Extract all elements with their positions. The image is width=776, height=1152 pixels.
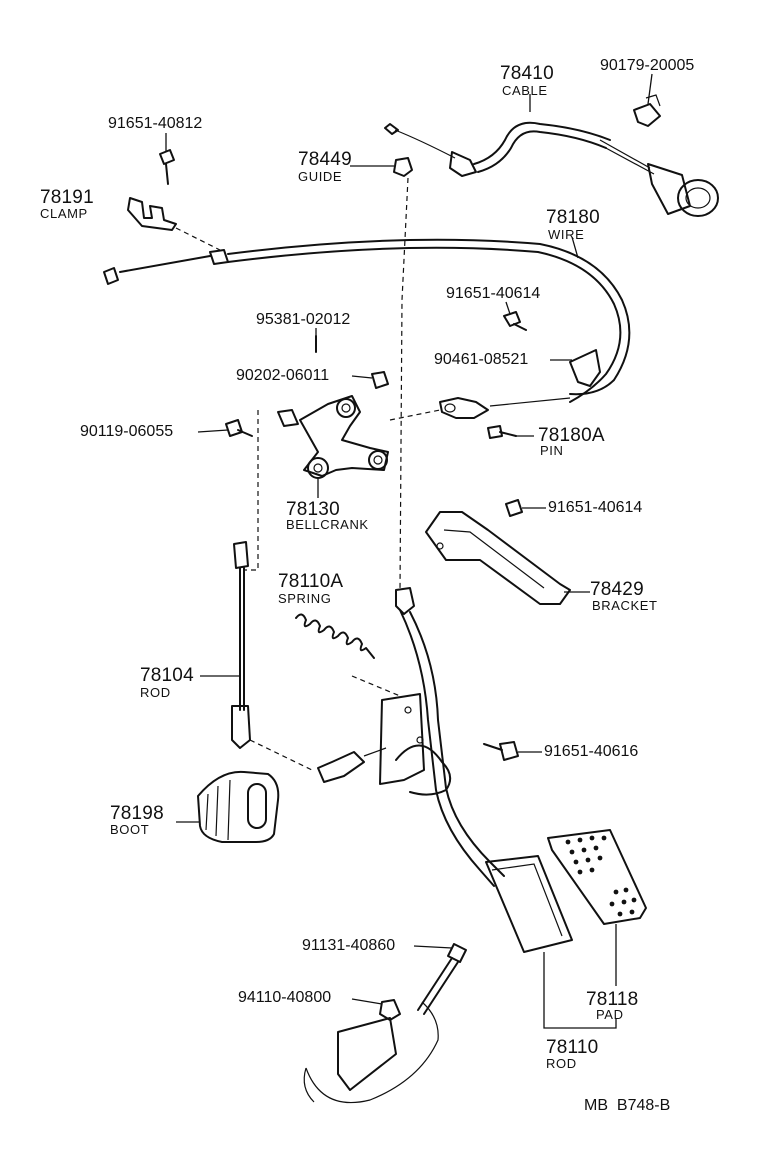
part-number-78110: 78110 bbox=[546, 1037, 599, 1058]
bolt-91651-40616-drawing bbox=[483, 741, 519, 761]
part-number-78130: 78130 bbox=[286, 499, 340, 520]
part-name-pin: PIN bbox=[540, 443, 564, 458]
cable-78410-drawing bbox=[384, 94, 719, 217]
part-number-95381-02012: 95381-02012 bbox=[256, 311, 351, 328]
part-number-91651-40614-upper: 91651-40614 bbox=[446, 285, 541, 302]
part-number-78191: 78191 bbox=[40, 187, 94, 208]
part-number-91131-40860: 91131-40860 bbox=[302, 937, 396, 954]
throttle-link-drawing bbox=[317, 747, 387, 783]
diagram-code: MB B748-B bbox=[584, 1097, 671, 1114]
bellcrank-vertical-dashline bbox=[399, 177, 409, 591]
part-name-wire: WIRE bbox=[548, 227, 585, 242]
part-number-78198: 78198 bbox=[110, 803, 164, 824]
part-number-78110A: 78110A bbox=[278, 571, 344, 592]
stopper-bolt-drawing bbox=[303, 943, 467, 1104]
rod-78104-drawing bbox=[231, 541, 251, 749]
part-name-bracket: BRACKET bbox=[592, 598, 658, 613]
part-number-91651-40614-lower: 91651-40614 bbox=[548, 499, 643, 516]
part-name-spring: SPRING bbox=[278, 591, 332, 606]
clamp-78191-drawing bbox=[127, 149, 177, 231]
part-name-pad: PAD bbox=[596, 1007, 624, 1022]
rod-link-dashline bbox=[249, 739, 313, 771]
part-number-90461-08521: 90461-08521 bbox=[434, 351, 529, 368]
spring-78110A-drawing bbox=[295, 613, 375, 659]
guide-78449-drawing bbox=[393, 157, 413, 177]
part-name-rod-78104: ROD bbox=[140, 685, 171, 700]
part-number-94110-40800: 94110-40800 bbox=[238, 989, 332, 1006]
wire-guide-dashline bbox=[175, 227, 225, 253]
part-name-cable: CABLE bbox=[502, 83, 548, 98]
part-number-78118: 78118 bbox=[586, 989, 639, 1010]
part-number-91651-40616: 91651-40616 bbox=[544, 743, 639, 760]
bracket-78429-drawing bbox=[425, 499, 571, 605]
bellcrank-pin-dashline bbox=[389, 409, 441, 421]
part-name-bellcrank: BELLCRANK bbox=[286, 517, 369, 532]
spring-dashline bbox=[351, 675, 401, 697]
boot-78198-drawing bbox=[197, 770, 280, 843]
part-number-91651-40812: 91651-40812 bbox=[108, 115, 203, 132]
part-number-78429: 78429 bbox=[590, 579, 644, 600]
part-name-guide: GUIDE bbox=[298, 169, 343, 184]
pedal-rod-78110-drawing bbox=[379, 587, 573, 953]
part-number-78449: 78449 bbox=[298, 149, 352, 170]
part-number-78180A: 78180A bbox=[538, 425, 605, 446]
fasteners-upper-drawing bbox=[225, 311, 601, 439]
part-number-90202-06011: 90202-06011 bbox=[236, 367, 330, 384]
leader-lines bbox=[165, 73, 653, 1029]
wire-78180-drawing bbox=[103, 238, 631, 419]
part-number-78180: 78180 bbox=[546, 207, 600, 228]
part-number-90119-06055: 90119-06055 bbox=[80, 423, 174, 440]
part-number-78104: 78104 bbox=[140, 665, 194, 686]
bellcrank-78130-drawing bbox=[277, 395, 389, 479]
part-name-boot: BOOT bbox=[110, 822, 150, 837]
part-name-rod-78110: ROD bbox=[546, 1056, 577, 1071]
part-number-90179-20005: 90179-20005 bbox=[600, 57, 695, 74]
part-name-clamp: CLAMP bbox=[40, 206, 88, 221]
part-number-78410: 78410 bbox=[500, 63, 554, 84]
pad-78118-drawing bbox=[547, 829, 647, 925]
